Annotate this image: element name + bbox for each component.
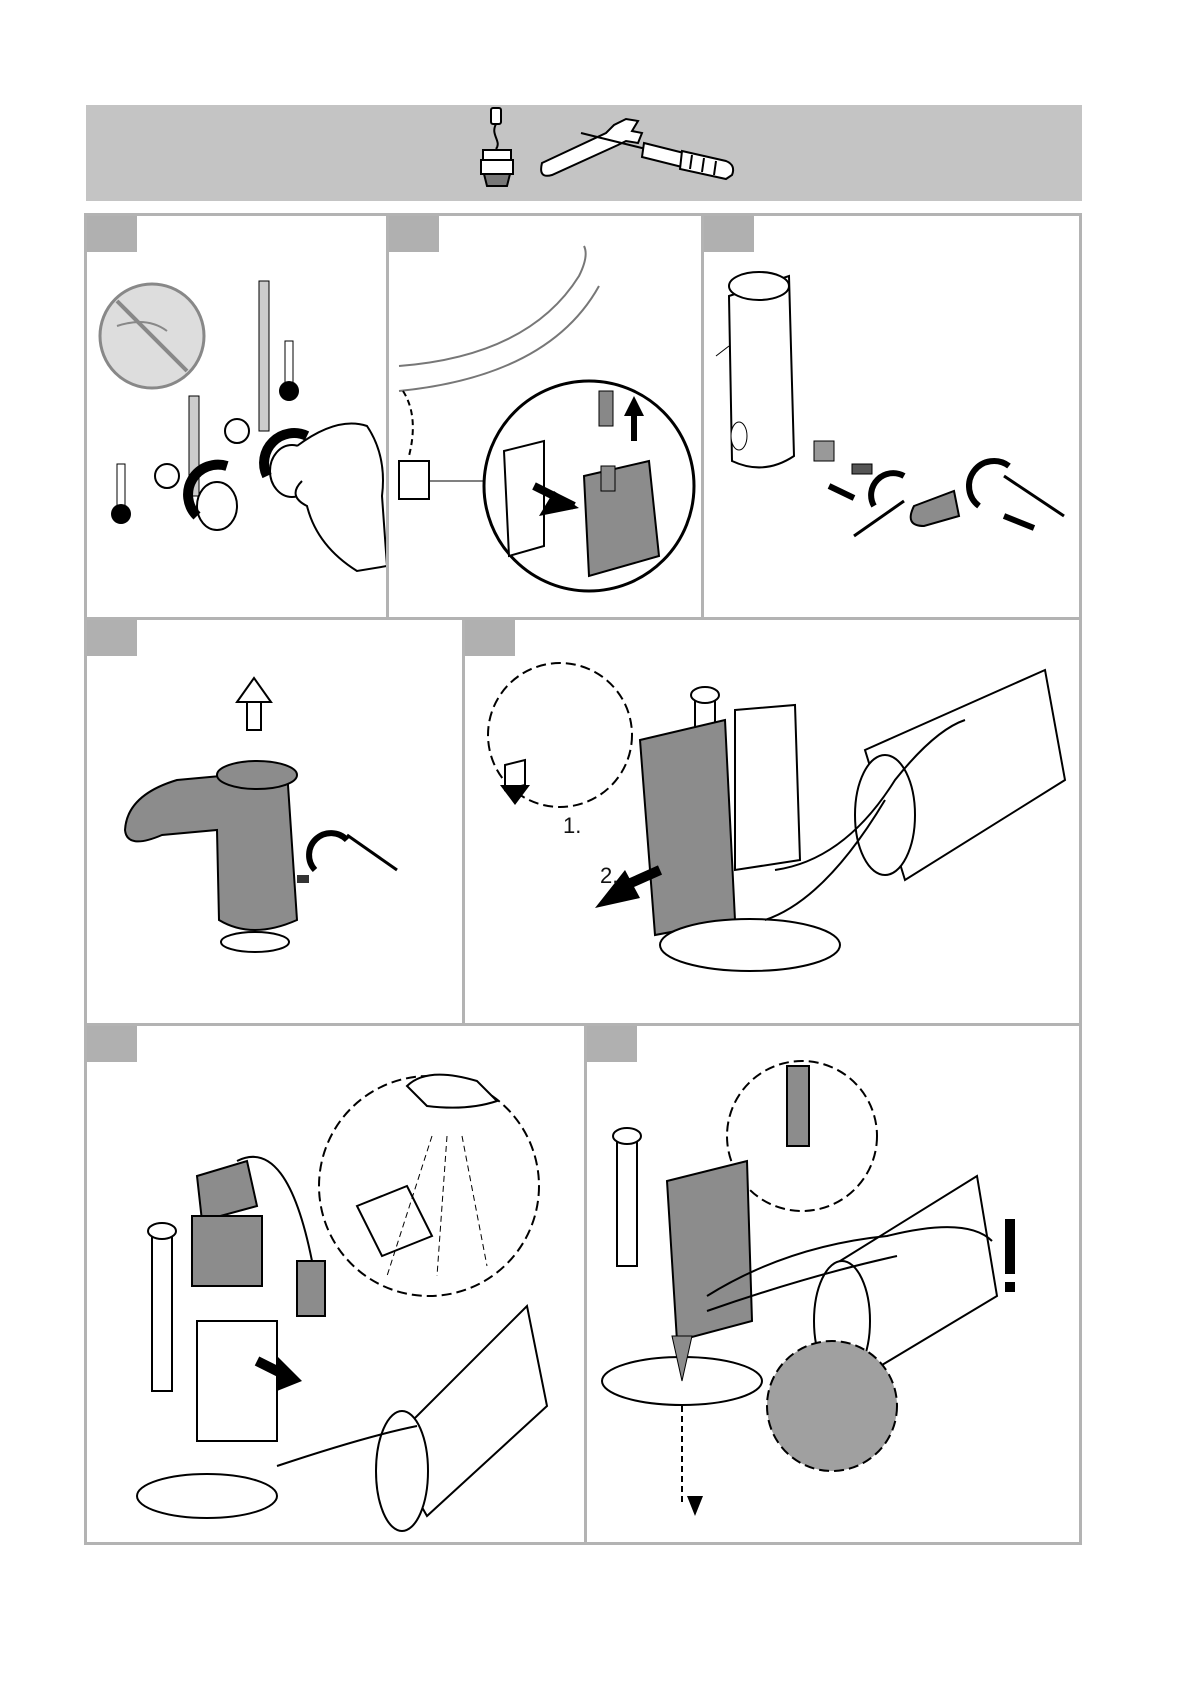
sensor-removal-illustration	[704, 216, 1082, 620]
step-panel-5: 1. 2.	[462, 617, 1082, 1026]
step-panel-7	[584, 1023, 1082, 1545]
step-label-2: 2.	[600, 863, 618, 889]
shut-off-valves-illustration	[87, 216, 389, 620]
solenoid-valve-illustration	[87, 1026, 587, 1545]
warning-icon	[1005, 1219, 1015, 1274]
reassembly-cable-routing-illustration	[587, 1026, 1082, 1545]
step-panel-3	[701, 213, 1082, 620]
tools-header-bar	[86, 105, 1082, 201]
step-panel-4	[84, 617, 465, 1026]
sensor-plug-icon	[481, 108, 513, 186]
wrench-icon	[541, 119, 642, 176]
spout-removal-illustration	[87, 620, 465, 1026]
step-panel-1	[84, 213, 389, 620]
step-panel-6	[84, 1023, 587, 1545]
step-label-1: 1.	[563, 813, 581, 839]
electronics-holder-illustration	[465, 620, 1082, 1026]
step-panel-2	[386, 213, 704, 620]
battery-box-illustration	[389, 216, 704, 620]
